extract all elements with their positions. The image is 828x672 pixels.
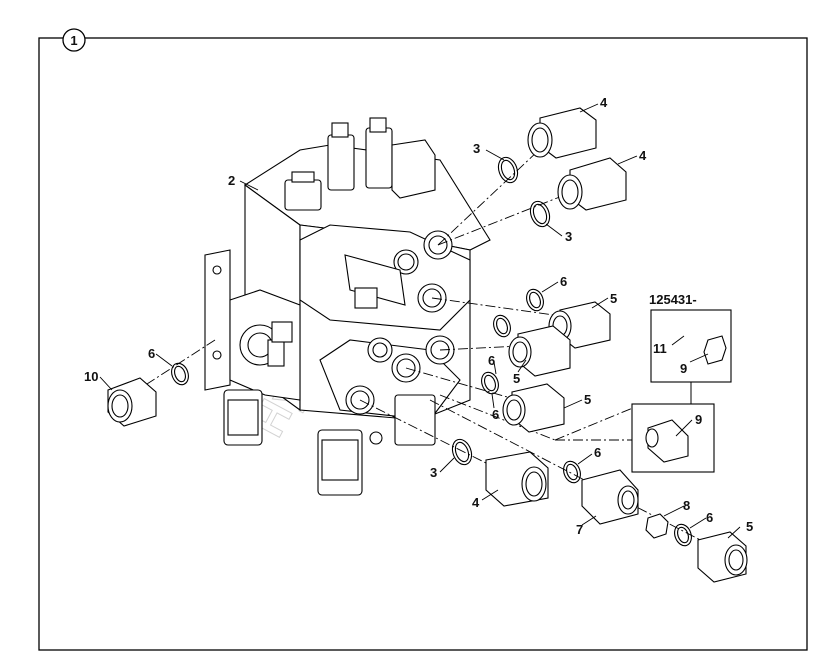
item-number: 1	[70, 33, 77, 48]
callout-6-lower: 6	[492, 407, 499, 422]
inset-serial-label: 125431-	[649, 292, 697, 307]
o-rings	[171, 156, 694, 547]
callout-7: 7	[576, 522, 583, 537]
callout-6-left: 6	[148, 346, 155, 361]
leader-lines	[99, 103, 741, 539]
drawing-frame	[38, 37, 808, 651]
callout-5-lower: 5	[584, 392, 591, 407]
fittings	[107, 107, 748, 583]
callout-6-middle: 6	[488, 353, 495, 368]
callout-9-lower: 9	[695, 412, 702, 427]
callout-9-inset: 9	[680, 361, 687, 376]
callout-6-upper: 6	[560, 274, 567, 289]
callout-3-lower: 3	[430, 465, 437, 480]
callout-4-lower: 4	[472, 495, 480, 510]
callout-8: 8	[683, 498, 690, 513]
callout-10: 10	[84, 369, 98, 384]
callout-labels: 2 3 3 3 4 4 4 5 5 5 5 6 6 6 6 6 6 7 8 9 …	[84, 95, 753, 537]
callout-6-bottom: 6	[706, 510, 713, 525]
callout-4-upper: 4	[600, 95, 608, 110]
callout-3-middle: 3	[565, 229, 572, 244]
inset-detail: 125431-	[555, 292, 732, 473]
item-number-circle	[62, 28, 86, 52]
callout-6-right: 6	[594, 445, 601, 460]
callout-3-upper: 3	[473, 141, 480, 156]
control-valve-block	[204, 117, 491, 496]
callout-2: 2	[228, 173, 235, 188]
callout-5-upper: 5	[610, 291, 617, 306]
callout-11: 11	[653, 341, 667, 356]
callout-4-second: 4	[639, 148, 647, 163]
callout-5-bottom-right: 5	[746, 519, 753, 534]
callout-5-middle: 5	[513, 371, 520, 386]
